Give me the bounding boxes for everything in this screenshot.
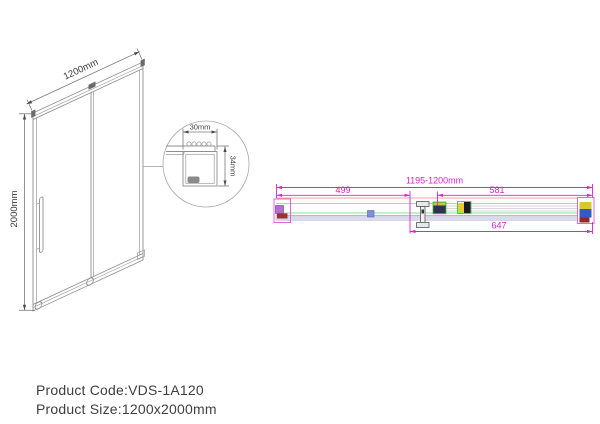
plan-bottom-label: 647 <box>491 221 506 231</box>
front-width-dimension: 1200mm <box>26 48 143 111</box>
door-handle <box>39 196 44 253</box>
profile-roller <box>187 176 200 183</box>
arrowhead <box>22 114 27 120</box>
top-left-bracket <box>31 109 36 118</box>
door-frame <box>32 61 144 312</box>
arrowhead <box>587 193 593 197</box>
top-right-bracket <box>140 58 145 68</box>
plan-overall-dimension: 1195-1200mm <box>276 176 593 198</box>
arrowhead <box>587 229 593 234</box>
arrowhead <box>22 304 27 311</box>
left-wall-profile <box>273 198 291 223</box>
right-wall-profile <box>577 197 595 224</box>
arrowhead <box>276 185 282 190</box>
arrowhead <box>410 229 416 234</box>
plan-left-label: 499 <box>335 185 350 195</box>
arrowhead <box>223 180 227 186</box>
door-outline <box>31 58 145 312</box>
roller-scallops <box>186 141 212 147</box>
plan-right-label: 581 <box>489 185 504 195</box>
detail-top-label: 30mm <box>190 123 211 132</box>
plan-view-drawing: 1195-1200mm 499 581 647 <box>273 176 595 234</box>
arrowhead <box>276 193 282 197</box>
guide-block-b <box>457 201 472 214</box>
logo-sticker <box>367 210 375 218</box>
fixed-glass-band <box>275 216 593 221</box>
bottom-right-guide <box>137 249 145 261</box>
center-floor-bracket <box>416 201 430 228</box>
arrowhead <box>587 185 593 190</box>
front-height-label: 2000mm <box>9 190 20 227</box>
guide-block-a <box>432 201 447 215</box>
profile-box <box>182 151 218 187</box>
plan-right-dimension: 581 <box>437 185 593 206</box>
detail-side-label: 34mm <box>229 156 238 177</box>
product-size-text: Product Size:1200x2000mm <box>36 401 217 417</box>
arrowhead <box>223 146 227 152</box>
front-view-drawing: 1200mm 2000mm <box>9 48 145 312</box>
plan-bottom-dimension: 647 <box>410 221 593 234</box>
arrowhead <box>404 193 410 197</box>
plan-overall-label: 1195-1200mm <box>406 176 463 186</box>
bottom-roller-middle <box>86 277 94 286</box>
plan-left-dimension: 499 <box>276 185 411 234</box>
product-code-text: Product Code:VDS-1A120 <box>36 382 204 398</box>
detail-side-dimension: 34mm <box>216 145 238 187</box>
arrowhead <box>437 193 443 197</box>
front-height-dimension: 2000mm <box>9 113 35 311</box>
top-hanger-bracket <box>88 81 96 90</box>
bottom-roller-left <box>34 301 43 310</box>
arrowhead <box>133 51 140 56</box>
arrowhead <box>211 130 217 134</box>
detail-circle <box>162 120 250 208</box>
arrowhead <box>183 130 189 134</box>
detail-callout: 30mm 34mm <box>143 120 250 208</box>
arrowhead <box>26 100 33 104</box>
